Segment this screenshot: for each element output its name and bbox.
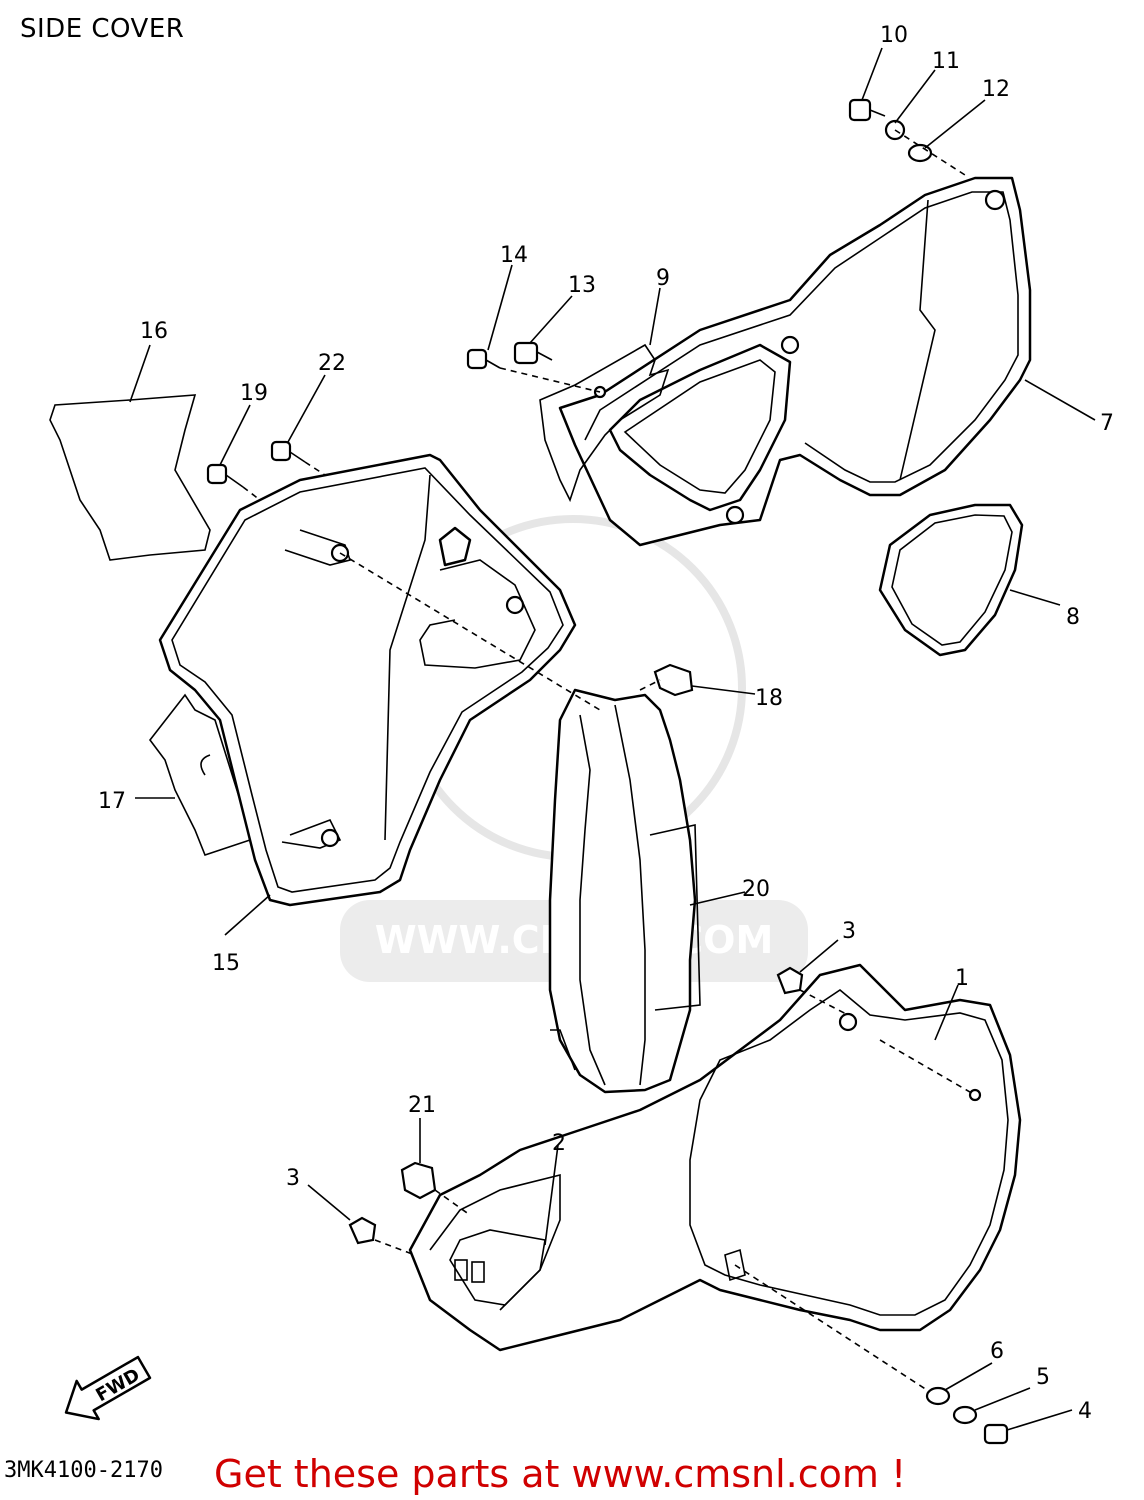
callout-20: 20: [742, 877, 770, 902]
part-7-upper-right-cover: [558, 176, 1032, 547]
leader-lines: [129, 47, 1096, 1431]
callout-22: 22: [318, 351, 346, 376]
fwd-arrow-icon: FWD: [64, 1355, 152, 1421]
callout-3-upper: 3: [842, 919, 856, 944]
callout-12: 12: [982, 77, 1010, 102]
callout-6: 6: [990, 1339, 1004, 1364]
callout-17: 17: [98, 789, 126, 814]
assembly-lines: [242, 129, 976, 1393]
promo-link[interactable]: Get these parts at www.cmsnl.com !: [214, 1452, 907, 1496]
callout-13: 13: [568, 273, 596, 298]
callout-5: 5: [1036, 1365, 1050, 1390]
diagram-code: 3MK4100-2170: [4, 1458, 163, 1483]
callout-15: 15: [212, 951, 240, 976]
callout-1: 1: [955, 966, 969, 991]
page-title: SIDE COVER: [20, 14, 185, 44]
callout-16: 16: [140, 319, 168, 344]
callout-8: 8: [1066, 605, 1080, 630]
callout-2: 2: [552, 1131, 566, 1156]
hardware-fasteners: [206, 98, 1009, 1445]
callout-3-lower: 3: [286, 1166, 300, 1191]
part-16-decal: [49, 394, 211, 561]
part-17-decal: [148, 693, 251, 856]
callout-21: 21: [408, 1093, 436, 1118]
part-1-lower-right-cover: [408, 963, 1022, 1352]
callout-11: 11: [932, 49, 960, 74]
callout-7: 7: [1100, 411, 1114, 436]
part-15-left-cover: [158, 453, 577, 907]
callout-14: 14: [500, 243, 528, 268]
callout-19: 19: [240, 381, 268, 406]
callout-4: 4: [1078, 1399, 1092, 1424]
part-20-center-cover: [548, 688, 701, 1094]
callout-labels: 10 11 12 14 13 9 7 8 16 19 22 18 17 15 2…: [98, 23, 1114, 1424]
part-8-gasket: [878, 503, 1024, 657]
part-2-emblem: [449, 1229, 546, 1306]
callout-18: 18: [755, 686, 783, 711]
callout-9: 9: [656, 266, 670, 291]
callout-10: 10: [880, 23, 908, 48]
